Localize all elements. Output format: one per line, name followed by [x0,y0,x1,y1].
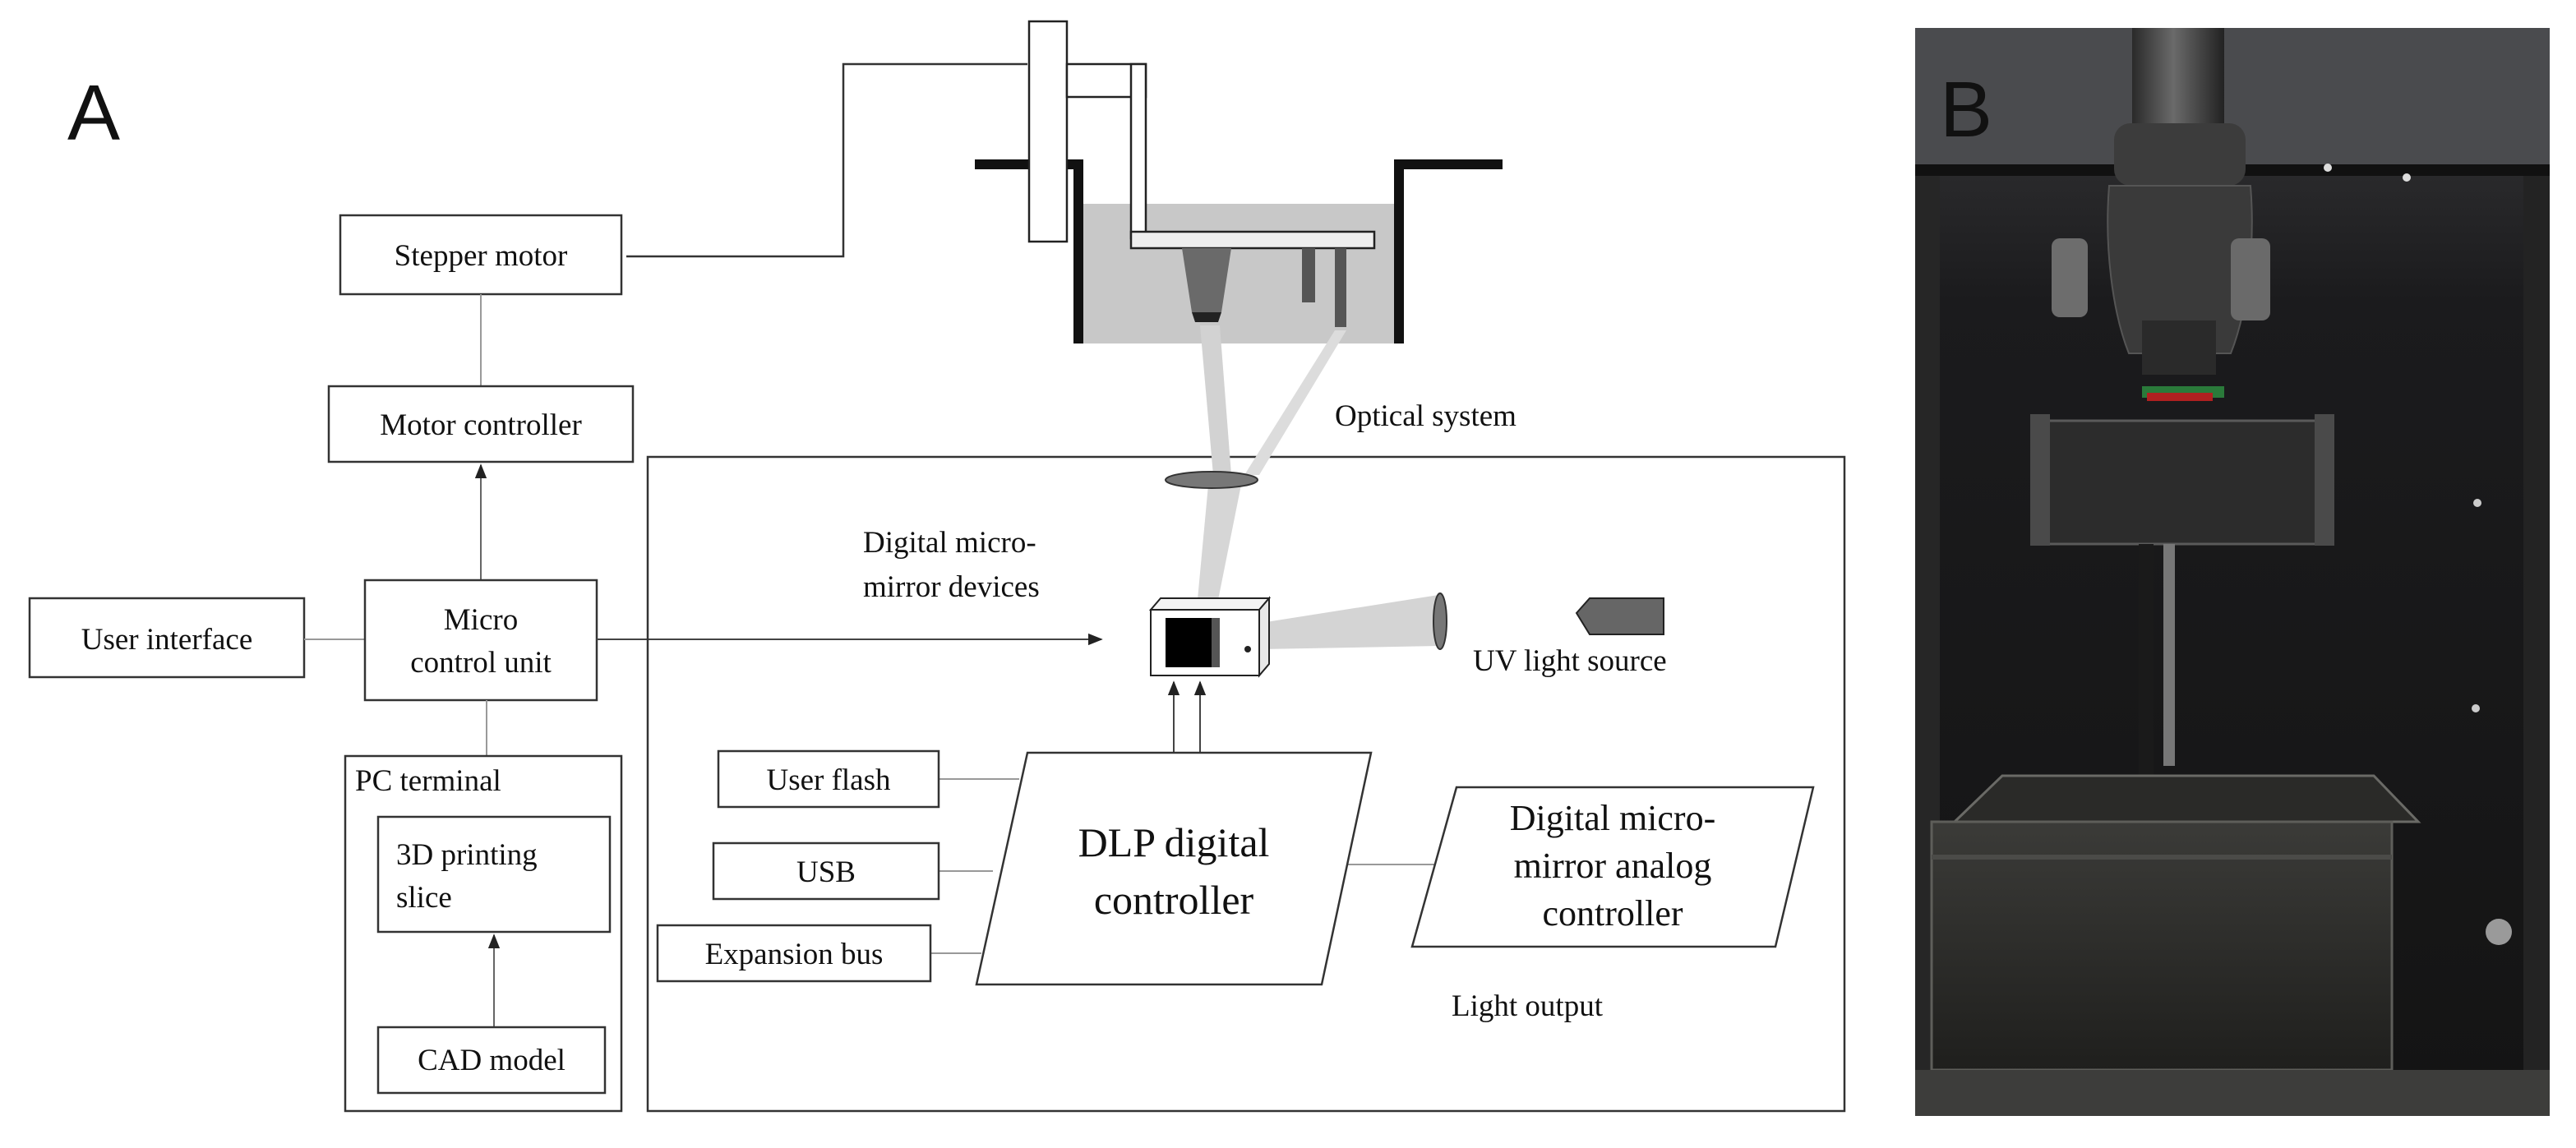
micro-control-unit-label-1: Micro [444,603,518,637]
stepper-wire [626,62,1027,258]
panel-b-letter: B [1940,66,1992,154]
projection-lens [1165,471,1258,489]
pc-terminal-block: PC terminal 3D printing slice CAD model [344,754,623,1113]
dlp-controller-block: DLP digital controller [975,751,1373,986]
printing-slice-label-2: slice [396,881,452,915]
cad-model-label: CAD model [418,1044,566,1077]
usb-label: USB [796,855,856,889]
analog-controller-block: Digital micro- mirror analog controller [1410,786,1815,948]
analog-controller-label-1: Digital micro- [1510,798,1716,838]
resin-vat [975,20,1503,343]
user-flash-block: User flash [717,749,940,809]
dmd-cube [1148,596,1272,678]
usb-block: USB [712,841,940,901]
micro-control-unit-label-2: control unit [410,646,552,680]
optical-system-frame [646,455,1846,1113]
printing-slice-block [376,815,612,934]
light-output-label: Light output [1452,989,1604,1023]
panel-b-photo: B [1915,28,2550,1116]
optical-system-label: Optical system [1335,399,1517,433]
expansion-bus-block: Expansion bus [656,924,932,983]
condenser-lens [1433,592,1447,650]
dlp-controller-label-1: DLP digital [1078,819,1270,865]
stepper-motor-label: Stepper motor [395,239,568,273]
analog-controller-label-2: mirror analog [1514,846,1712,886]
dmd-label-2: mirror devices [863,570,1040,604]
uv-light-source-label: UV light source [1473,644,1667,678]
motor-controller-block: Motor controller [327,385,635,463]
light-beams [1197,325,1438,649]
printing-slice-label-1: 3D printing [396,838,538,872]
analog-controller-label-3: controller [1542,893,1683,934]
panel-a-letter: A [67,69,120,157]
stepper-motor-block: Stepper motor [339,214,623,296]
dmd-label-1: Digital micro- [863,526,1036,560]
cad-model-block [376,1026,607,1095]
panel-a: A Stepper motor Motor controller User in… [28,20,1846,1113]
micro-control-unit-block: Micro control unit [363,579,598,702]
motor-controller-label: Motor controller [380,408,582,442]
uv-light-source [1575,597,1664,635]
user-interface-label: User interface [81,623,253,657]
user-interface-block: User interface [28,597,306,679]
dlp-controller-label-2: controller [1094,877,1254,923]
user-flash-label: User flash [766,763,891,797]
pc-terminal-label: PC terminal [355,764,501,798]
expansion-bus-label: Expansion bus [705,938,884,971]
